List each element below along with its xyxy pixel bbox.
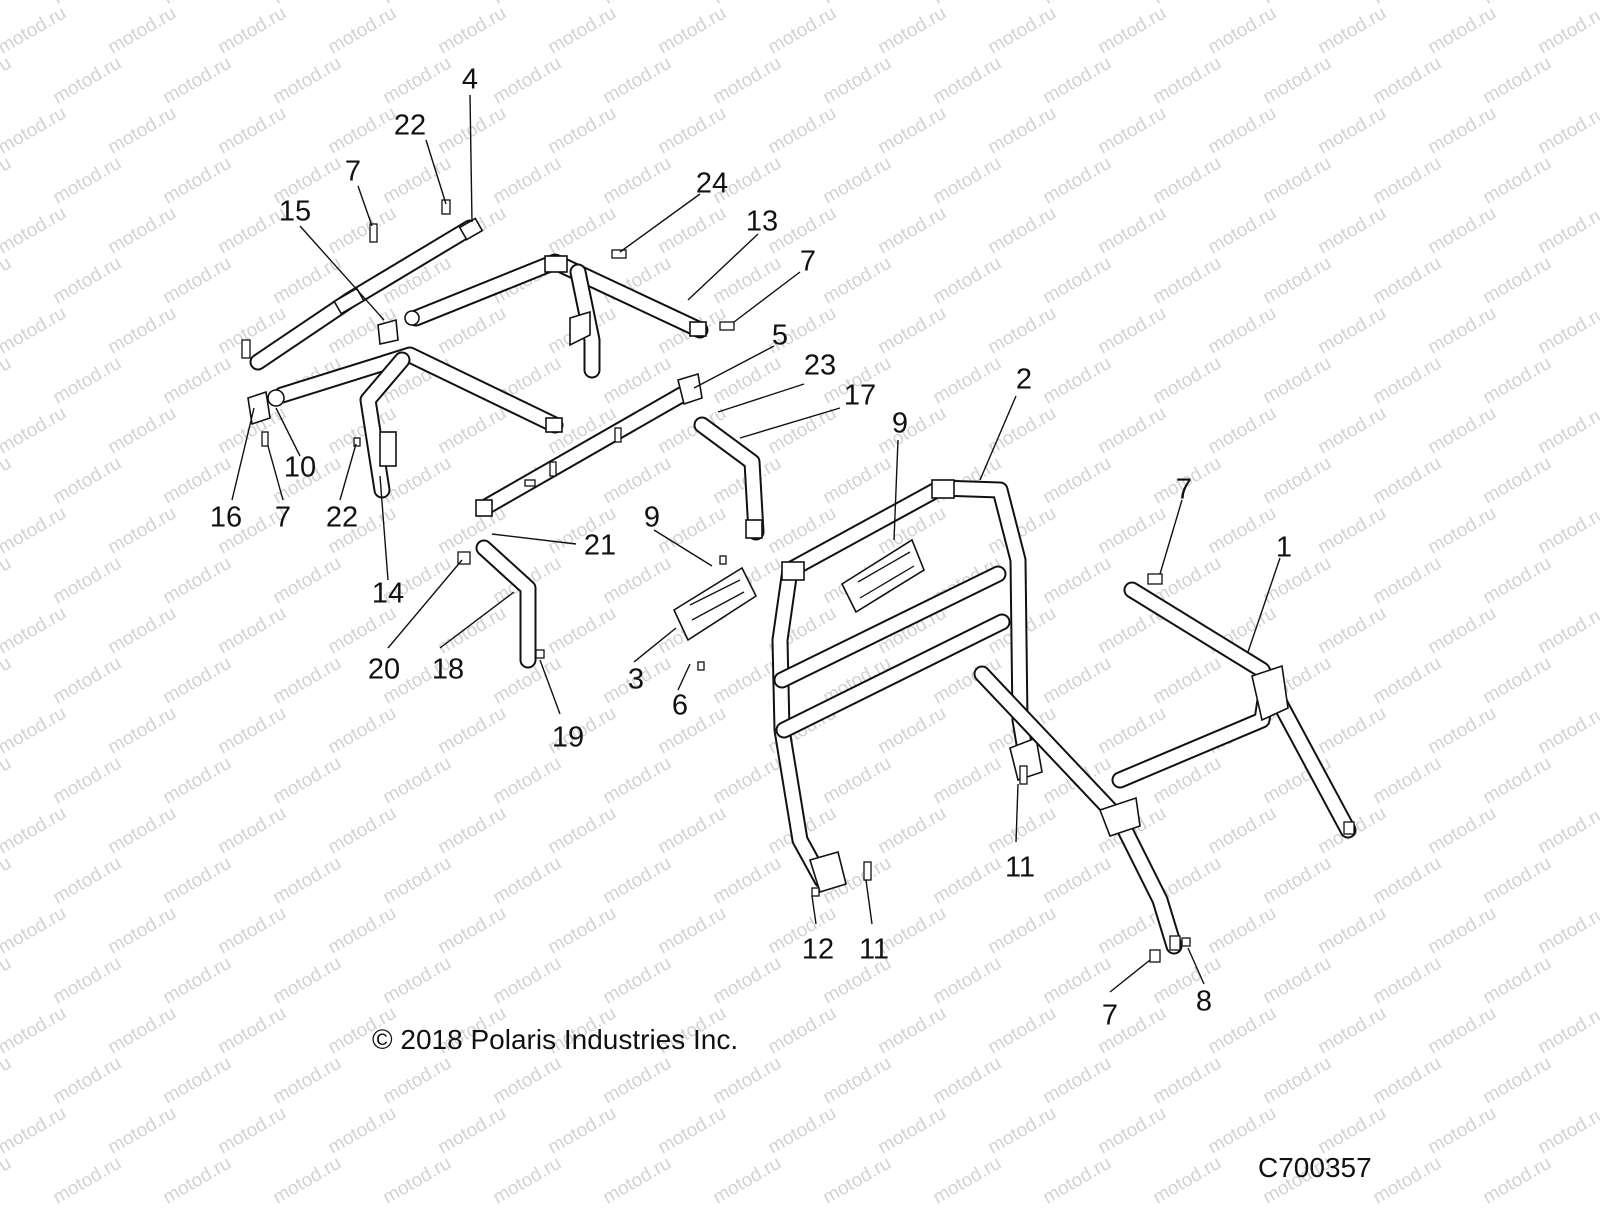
callout-7: 7: [274, 501, 292, 534]
upper-rear-bar: [407, 253, 709, 379]
diagram-id: C700357: [1258, 1152, 1372, 1183]
copyright-notice: © 2018 Polaris Industries Inc.: [372, 1024, 739, 1055]
callout-17: 17: [843, 379, 877, 412]
callout-7: 7: [344, 155, 362, 188]
cross-bar-5: [475, 372, 703, 517]
clamp-parts: [241, 199, 451, 447]
callout-7: 7: [799, 245, 817, 278]
callout-2: 2: [1015, 363, 1033, 396]
callout-6: 6: [671, 689, 689, 722]
bar-18: [457, 539, 545, 669]
callout-9: 9: [643, 501, 661, 534]
rear-frame-1: [973, 581, 1357, 955]
bracket-9: [840, 538, 925, 614]
callout-8: 8: [1195, 985, 1213, 1018]
callout-7: 7: [1175, 473, 1193, 506]
callout-14: 14: [371, 577, 405, 610]
rear-hoop-2: [771, 479, 1043, 893]
callout-22: 22: [393, 109, 427, 142]
callout-1: 1: [1275, 531, 1293, 564]
bracket-3: [672, 555, 758, 642]
callout-16: 16: [209, 501, 243, 534]
callout-7: 7: [1101, 999, 1119, 1032]
fasteners: [353, 249, 1191, 963]
front-upper-bar: [249, 217, 484, 371]
callout-19: 19: [551, 721, 585, 754]
callout-18: 18: [431, 653, 465, 686]
callout-5: 5: [771, 319, 789, 352]
bar-17: [693, 416, 765, 541]
callout-11: 11: [858, 933, 890, 966]
callout-12: 12: [801, 933, 835, 966]
callout-10: 10: [283, 451, 317, 484]
callout-4: 4: [461, 63, 479, 96]
callout-23: 23: [803, 349, 837, 382]
leader-lines: [231, 94, 1281, 993]
callout-15: 15: [278, 195, 312, 228]
callout-21: 21: [583, 529, 617, 562]
callout-13: 13: [745, 205, 779, 238]
callout-22: 22: [325, 501, 359, 534]
callout-24: 24: [695, 167, 729, 200]
callout-3: 3: [627, 663, 645, 696]
callout-11: 11: [1004, 851, 1036, 884]
callout-9: 9: [891, 407, 909, 440]
callout-20: 20: [367, 653, 401, 686]
side-bar-14: [273, 346, 564, 499]
